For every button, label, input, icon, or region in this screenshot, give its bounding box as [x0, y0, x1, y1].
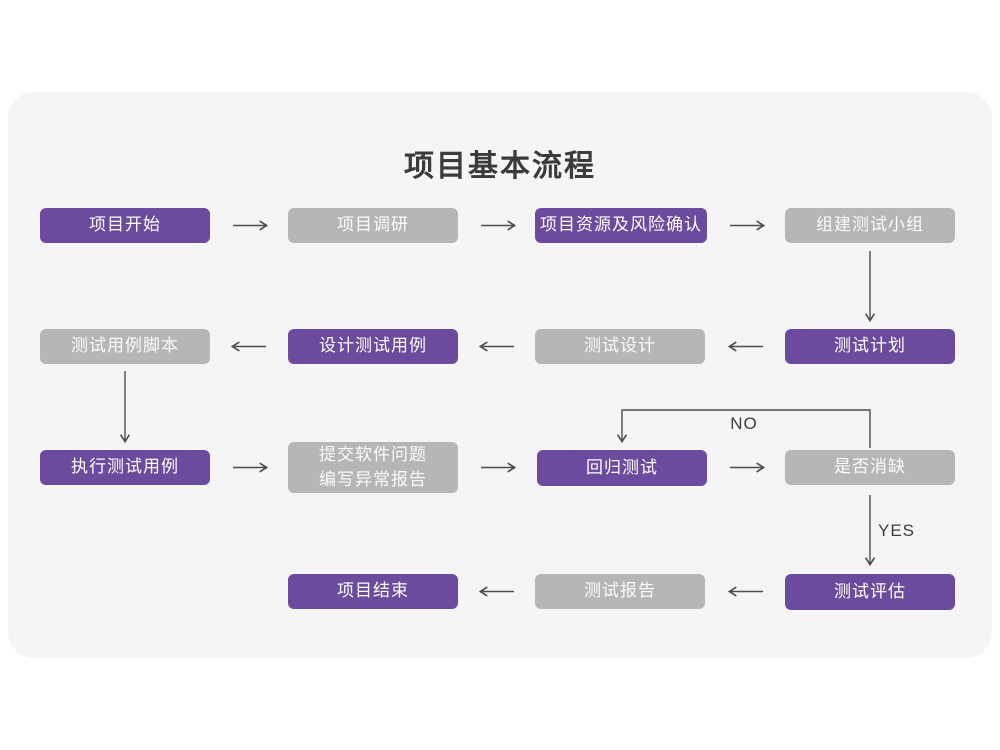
node-project-start[interactable]: 项目开始	[40, 208, 210, 243]
node-test-evaluation[interactable]: 测试评估	[785, 574, 955, 610]
node-resource-risk[interactable]: 项目资源及风险确认	[535, 208, 707, 243]
node-test-report[interactable]: 测试报告	[535, 574, 705, 609]
node-defect-resolved[interactable]: 是否消缺	[785, 450, 955, 485]
node-execute-cases[interactable]: 执行测试用例	[40, 450, 210, 485]
page-title: 项目基本流程	[404, 150, 596, 183]
flowchart-card	[8, 92, 992, 658]
node-case-script[interactable]: 测试用例脚本	[40, 329, 210, 364]
node-project-research[interactable]: 项目调研	[288, 208, 458, 243]
node-build-team[interactable]: 组建测试小组	[785, 208, 955, 243]
node-design-cases[interactable]: 设计测试用例	[288, 329, 458, 364]
node-project-end[interactable]: 项目结束	[288, 574, 458, 609]
node-regression-test[interactable]: 回归测试	[537, 450, 707, 486]
edge-label-no: NO	[730, 414, 758, 433]
node-submit-issues[interactable]: 提交软件问题 编写异常报告	[288, 442, 458, 493]
edge-label-yes: YES	[878, 521, 916, 540]
node-test-plan[interactable]: 测试计划	[785, 329, 955, 364]
node-test-design[interactable]: 测试设计	[535, 329, 705, 364]
